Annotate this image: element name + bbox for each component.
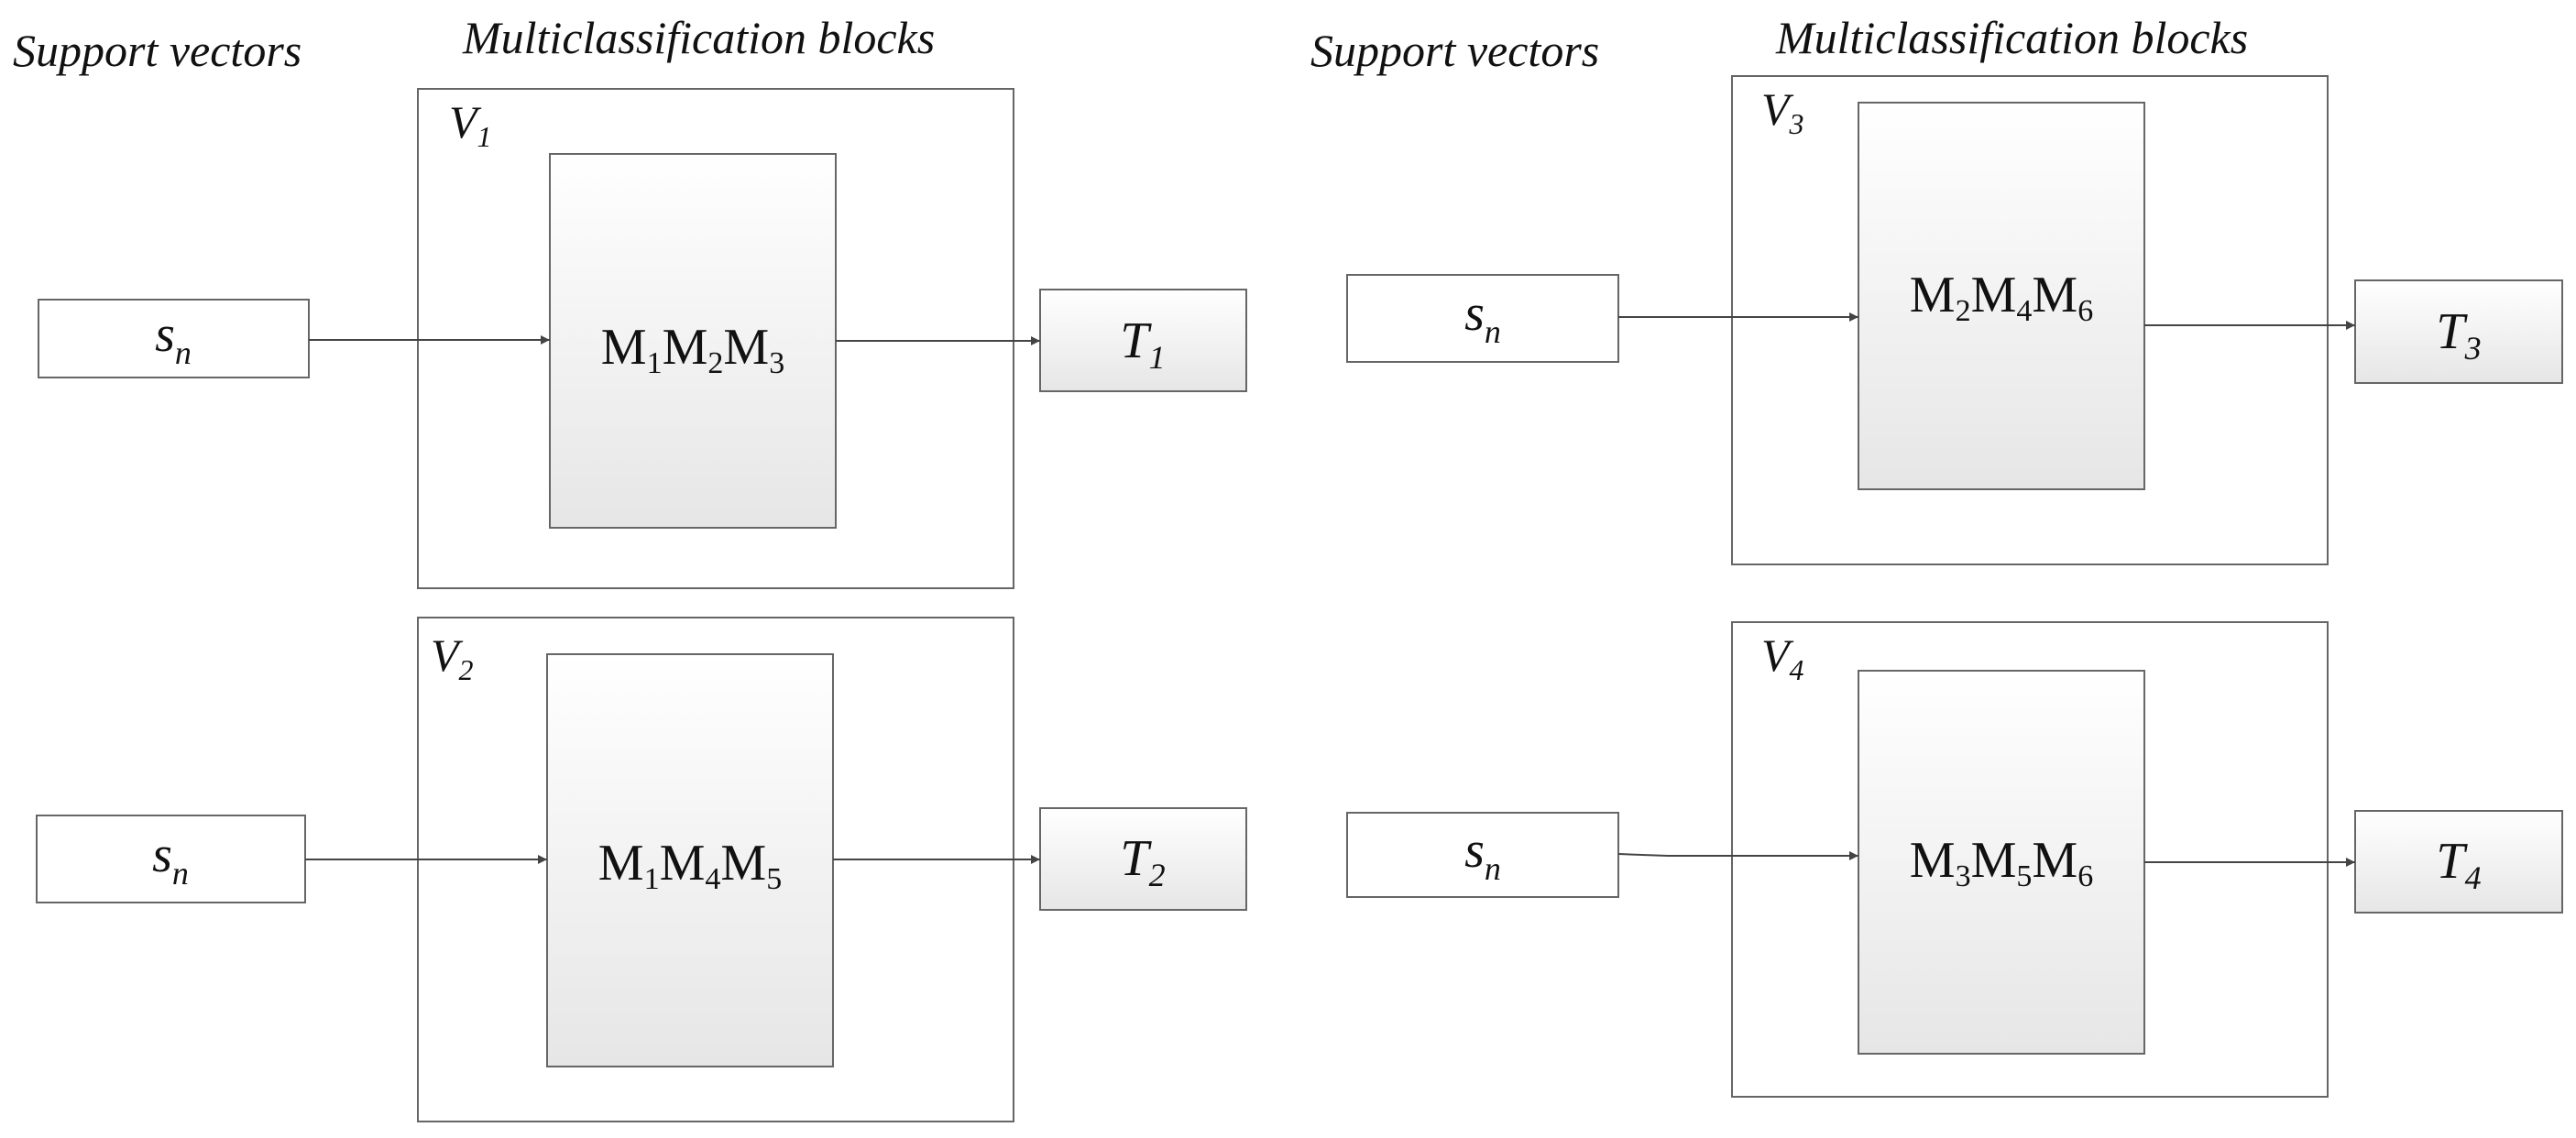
classifier-label-v4: M3M5M6 [1910,832,2093,893]
block-v4: V4 sn M3M5M6 T4 [1346,621,2563,1098]
classifier-label-v2: M1M4M5 [598,835,782,896]
output-box-v4 [2354,810,2563,914]
multiclassification-heading-right: Multiclassification blocks [1775,12,2248,63]
frame-label-v1: V1 [449,96,492,153]
output-label-v3: T3 [2436,303,2481,367]
frame-label-v2: V2 [431,629,474,686]
output-label-v2: T2 [1120,830,1165,893]
frame-label-v3: V3 [1761,83,1804,140]
output-label-v4: T4 [2436,833,2481,896]
block-v2: V2 sn M1M4M5 T2 [36,617,1247,1122]
classifier-box-v1 [549,153,837,529]
output-label-v1: T1 [1120,312,1165,376]
arrow-input-v4 [1617,851,1858,860]
input-box-v3 [1346,274,1619,363]
input-label-v4: sn [1464,822,1501,887]
input-box-v2 [36,815,306,903]
input-box-v1 [38,299,310,378]
output-box-v1 [1039,289,1247,392]
classifier-box-v3 [1858,102,2145,490]
support-vectors-heading-right: Support vectors [1310,25,1599,76]
classifier-label-v3: M2M4M6 [1910,267,2093,328]
classifier-box-v2 [546,653,834,1067]
frame-label-v4: V4 [1761,629,1804,686]
input-label-v2: sn [152,826,189,892]
support-vectors-heading-left: Support vectors [13,25,301,76]
input-box-v4 [1346,812,1619,898]
block-v3: V3 sn M2M4M6 T3 [1346,75,2563,565]
classifier-label-v1: M1M2M3 [601,319,784,380]
classifier-box-v4 [1858,670,2145,1055]
input-label-v3: sn [1464,285,1501,350]
input-label-v1: sn [155,306,192,371]
block-v1: V1 sn M1M2M3 T1 [38,88,1247,589]
multiclassification-heading-left: Multiclassification blocks [462,12,935,63]
output-box-v3 [2354,279,2563,384]
